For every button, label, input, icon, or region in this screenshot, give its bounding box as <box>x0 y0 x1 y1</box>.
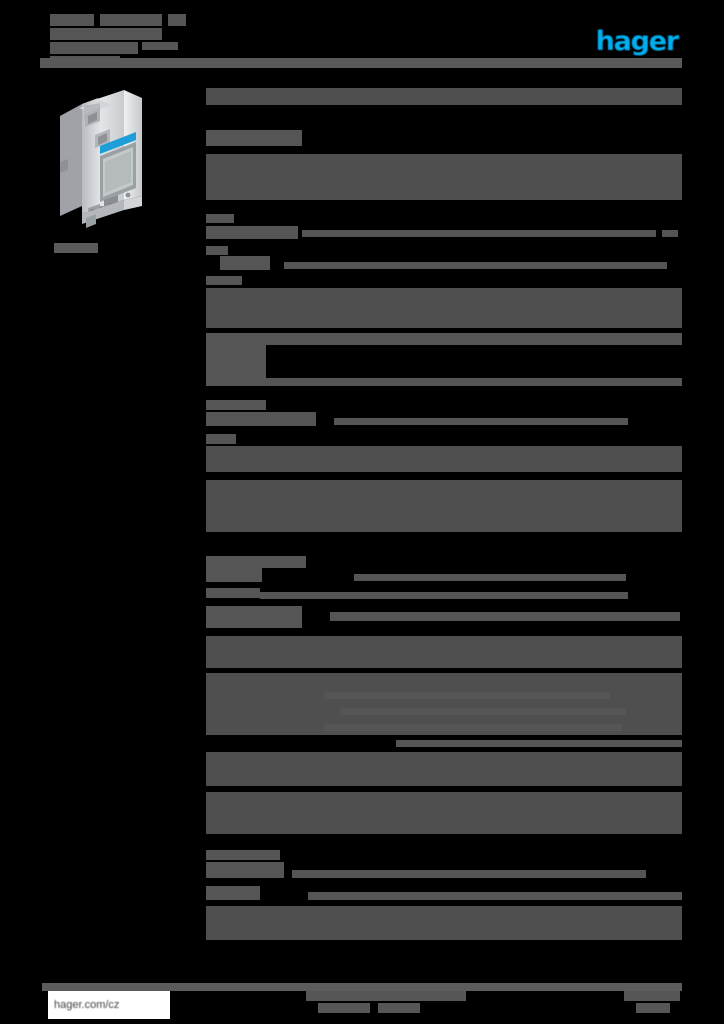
section-b-block-5 <box>206 480 682 532</box>
hager-logo: hager <box>582 25 680 57</box>
section-d-label-1 <box>206 862 284 878</box>
section-a-value-6 <box>284 262 667 269</box>
section-a-block-11 <box>206 378 682 386</box>
section-a-label-7 <box>206 276 242 285</box>
header-divider-rule <box>40 58 682 68</box>
section-b-label-0 <box>206 400 266 410</box>
section-d-label-0 <box>206 850 280 860</box>
section-intro-block-2 <box>206 154 682 200</box>
footer-center-redacted-3 <box>378 1003 420 1013</box>
section-b-label-3 <box>206 434 236 444</box>
section-c-value-6 <box>330 612 680 621</box>
section-c-block-7 <box>206 636 682 668</box>
footer-center-redacted <box>306 991 466 1001</box>
section-d-label-3 <box>206 886 260 900</box>
footer-page-number-redacted-2 <box>636 1003 670 1013</box>
section-a-unit-3 <box>662 230 678 237</box>
datasheet-body <box>206 88 682 940</box>
section-d-block-5 <box>206 906 682 940</box>
footer-divider-rule <box>42 983 682 991</box>
footer-page-number-redacted <box>624 991 680 1001</box>
din-rail-energy-meter-photo <box>60 90 142 228</box>
section-a-label-9 <box>206 333 266 379</box>
hager-logo-text: hager <box>595 25 680 57</box>
section-c-value-11 <box>324 724 622 731</box>
footer-center-redacted-2 <box>318 1003 370 1013</box>
section-c-block-13 <box>206 752 682 786</box>
section-b-block-4 <box>206 446 682 472</box>
section-c-label-3 <box>206 588 260 598</box>
section-c-label-0 <box>206 556 306 568</box>
product-figure <box>52 88 156 233</box>
section-a-label-0 <box>206 214 234 223</box>
footer-url-text[interactable]: hager.com/cz <box>54 999 120 1011</box>
section-d-value-2 <box>292 870 646 878</box>
section-c-value-12 <box>396 740 682 747</box>
section-a-label-5 <box>220 256 270 270</box>
section-d-value-4 <box>308 892 682 900</box>
section-a-block-10 <box>266 333 682 345</box>
section-a-label-4 <box>206 246 228 255</box>
section-b-label-1 <box>206 412 316 426</box>
section-intro-heading-bar-0 <box>206 88 682 105</box>
section-a-block-8 <box>206 288 682 328</box>
section-c-value-10 <box>340 708 626 715</box>
section-b-value-2 <box>334 418 628 425</box>
section-c-label-1 <box>206 568 262 582</box>
product-caption-redacted <box>54 243 98 253</box>
section-a-label-1 <box>206 226 298 239</box>
footer-url-box[interactable]: hager.com/cz <box>48 991 170 1019</box>
section-c-label-5 <box>206 606 302 628</box>
section-c-value-9 <box>324 692 610 699</box>
section-c-value-2 <box>354 574 626 581</box>
section-c-value-4 <box>260 592 628 599</box>
section-a-value-2 <box>302 230 656 237</box>
section-intro-label-1 <box>206 130 302 146</box>
section-c-block-14 <box>206 792 682 834</box>
